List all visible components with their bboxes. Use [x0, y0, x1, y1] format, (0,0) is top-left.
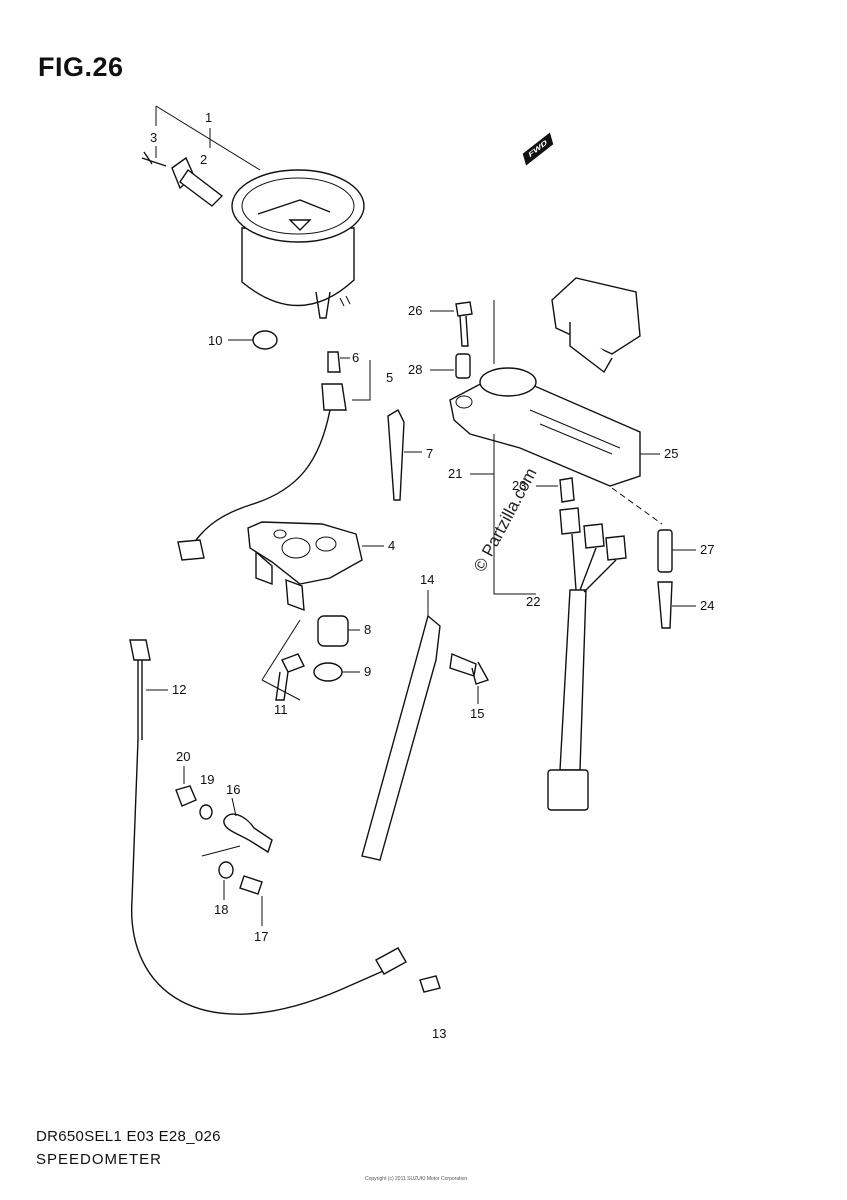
callout-21: 21 [448, 466, 462, 481]
speedometer-cable [129, 639, 407, 1015]
collar-part-9 [313, 662, 343, 682]
speedometer-unit [231, 169, 365, 319]
grommet-part-10 [252, 330, 278, 350]
bolt-part-11 [275, 653, 305, 701]
callout-9: 9 [364, 664, 371, 679]
callout-14: 14 [420, 572, 434, 587]
callout-13: 13 [432, 1026, 446, 1041]
spacer-part-28 [455, 353, 471, 379]
leader-bracket [261, 619, 301, 701]
leader-lines-top [155, 105, 261, 171]
cable-adapter [171, 156, 224, 207]
callout-20: 20 [176, 749, 190, 764]
figure-title: FIG.26 [38, 52, 124, 82]
dashed-guide [611, 487, 663, 525]
callout-3: 3 [150, 130, 157, 145]
callout-17: 17 [254, 929, 268, 944]
callout-16: 16 [226, 782, 240, 797]
diagram-name: SPEEDOMETER [36, 1151, 163, 1168]
leader-lines-right [493, 300, 536, 595]
callout-12: 12 [172, 682, 186, 697]
screw-part-26 [455, 301, 473, 347]
bolt-part-15 [449, 653, 490, 685]
callout-labels: 1 2 3 4 5 6 7 8 9 10 11 12 13 14 15 16 1… [146, 110, 714, 1041]
callout-1: 1 [205, 110, 212, 125]
callout-7: 7 [426, 446, 433, 461]
callout-10: 10 [208, 333, 222, 348]
meter-bracket [247, 521, 363, 612]
callout-8: 8 [364, 622, 371, 637]
callout-23: 23 [512, 478, 526, 493]
callout-4: 4 [388, 538, 395, 553]
callout-22: 22 [526, 594, 540, 609]
callout-19: 19 [200, 772, 214, 787]
callout-24: 24 [700, 598, 714, 613]
callout-18: 18 [214, 902, 228, 917]
callout-26: 26 [408, 303, 422, 318]
callout-6: 6 [352, 350, 359, 365]
callout-27: 27 [700, 542, 714, 557]
callout-5: 5 [386, 370, 393, 385]
bulb-part-23 [559, 477, 575, 503]
lamp-socket-wire [177, 351, 347, 561]
screw-part-3 [141, 151, 167, 167]
pin-part-27 [657, 529, 673, 573]
callout-11: 11 [274, 702, 288, 717]
callout-28: 28 [408, 362, 422, 377]
indicator-lens [551, 277, 641, 374]
indicator-harness [547, 507, 627, 811]
callout-2: 2 [200, 152, 207, 167]
tie-strap-part-7 [387, 409, 405, 501]
cushion-part-8 [317, 615, 349, 647]
callout-25: 25 [664, 446, 678, 461]
copyright-note: Copyright (c) 2011 SUZUKI Motor Corporat… [365, 1176, 468, 1182]
screw-part-13 [419, 975, 441, 993]
callout-15: 15 [470, 706, 484, 721]
cable-guide-part-14 [361, 614, 441, 861]
screw-part-24 [657, 581, 673, 629]
indicator-housing [449, 367, 641, 487]
cable-clamp-group [175, 785, 273, 895]
diagram-code: DR650SEL1 E03 E28_026 [36, 1128, 221, 1145]
